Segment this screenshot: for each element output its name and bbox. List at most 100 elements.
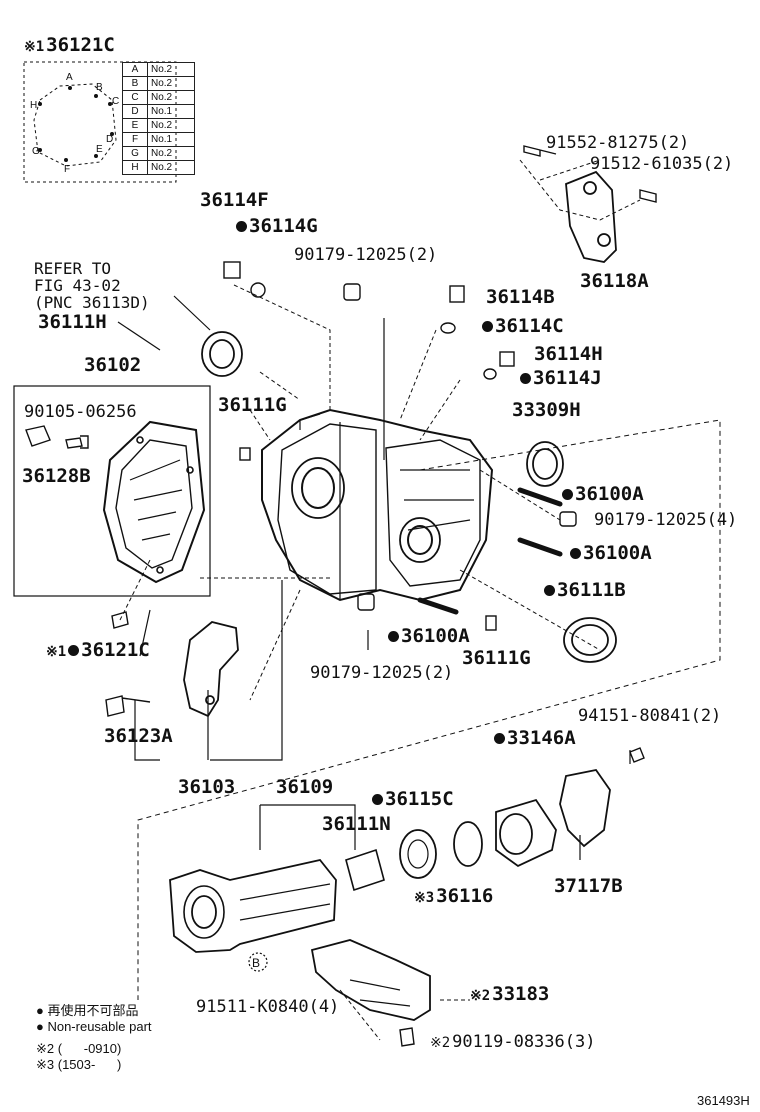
non-reusable-dot-icon: [570, 548, 581, 559]
seals: [201, 331, 617, 663]
label-33309H: 33309H: [512, 399, 581, 421]
non-reusable-dot-icon: [520, 373, 531, 384]
inset-point-letter: C: [112, 96, 119, 107]
label-36111B: 36111B: [544, 579, 626, 601]
label-36114H: 36114H: [534, 343, 603, 365]
label-36114C: 36114C: [482, 317, 564, 336]
bearing-36115C-inner: [407, 839, 429, 869]
label-36103: 36103: [178, 776, 236, 798]
label-33146A-text: 33146A: [507, 727, 576, 749]
label-33183-text: 33183: [492, 983, 550, 1005]
non-reusable-dot-icon: [562, 489, 573, 500]
cover-36102: [102, 420, 206, 584]
label-36121C-mark: ※1: [46, 644, 67, 660]
inset-table-key: A: [122, 62, 148, 77]
inset-point-letter: B: [96, 82, 103, 93]
label-90179-12025-a: 90179-12025(2): [294, 245, 438, 265]
label-36100A-2-text: 36100A: [583, 542, 652, 564]
label-91552-81275: 91552-81275(2): [546, 133, 690, 153]
label-90179-12025-b: 90179-12025(4): [594, 510, 738, 530]
bearing-36115C: [399, 829, 437, 879]
inset-table-value: No.2: [147, 118, 195, 133]
label-90119-text: 90119-08336(3): [452, 1032, 596, 1052]
label-91512-61035: 91512-61035(2): [590, 154, 734, 174]
inset-table-value: No.2: [147, 146, 195, 161]
inset-table-value: No.2: [147, 160, 195, 175]
label-36118A: 36118A: [580, 270, 649, 292]
non-reusable-dot-icon: [494, 733, 505, 744]
inset-table-key: C: [122, 90, 148, 105]
small-bolts: [25, 145, 657, 1047]
main-assembly-dashed-frame: [137, 419, 721, 1000]
label-94151-80841: 94151-80841(2): [578, 706, 722, 726]
figure-reference-code: 361493H: [697, 1093, 750, 1108]
inset-table-value: No.2: [147, 62, 195, 77]
label-36100A-3-text: 36100A: [401, 625, 470, 647]
label-36115C-text: 36115C: [385, 788, 454, 810]
inset-table-value: No.1: [147, 104, 195, 119]
label-90105-06256: 90105-06256: [24, 402, 137, 422]
label-91511-K0840: 91511-K0840(4): [196, 997, 340, 1017]
bracket-37117B: [559, 769, 611, 848]
inset-point-letter: F: [64, 164, 70, 175]
inset-point-letter: A: [66, 72, 73, 83]
label-90179-12025-c: 90179-12025(2): [310, 663, 454, 683]
label-36111G-bottom: 36111G: [462, 647, 531, 669]
mount-33146A: [495, 798, 557, 868]
label-37117B: 37117B: [554, 875, 623, 897]
non-reusable-dot-icon: [482, 321, 493, 332]
label-36102: 36102: [84, 354, 142, 376]
label-36114J-text: 36114J: [533, 367, 602, 389]
label-36100A-3: 36100A: [388, 625, 470, 647]
label-90119-mark: ※2: [430, 1035, 451, 1051]
inset-title-code: 36121C: [46, 34, 115, 56]
sleeve-36111N: [345, 848, 385, 892]
inset-point-letters: ABC DEF GH: [30, 72, 119, 175]
inset-points: [38, 86, 114, 162]
leader-dashed-2: [519, 159, 641, 221]
leader-lines: [117, 295, 631, 860]
label-36100A-1: 36100A: [562, 485, 644, 504]
label-33183-mark: ※2: [470, 988, 491, 1004]
legend-line-3: ※2 ( -0910): [36, 1041, 122, 1056]
leader-dashed-5: [459, 469, 601, 651]
label-36111H: 36111H: [38, 311, 107, 333]
label-36128B: 36128B: [22, 465, 91, 487]
label-36114B: 36114B: [486, 286, 555, 308]
label-36123A: 36123A: [104, 725, 173, 747]
label-circle-b: B: [252, 956, 261, 970]
inset-table-key: D: [122, 104, 148, 119]
label-36111B-text: 36111B: [557, 579, 626, 601]
label-36115C: 36115C: [372, 788, 454, 810]
ring-36116: [453, 821, 483, 867]
bracket-36103: [183, 621, 239, 718]
inset-table-key: G: [122, 146, 148, 161]
label-36111N: 36111N: [322, 813, 391, 835]
non-reusable-dot-icon: [236, 221, 247, 232]
inset-point-letter: E: [96, 144, 103, 155]
non-reusable-dot-icon: [544, 585, 555, 596]
inset-table-value: No.1: [147, 132, 195, 147]
leader-dashed-1: [249, 371, 301, 441]
inset-table-key: E: [122, 118, 148, 133]
label-36109: 36109: [276, 776, 334, 798]
cover-group-frame: [13, 385, 211, 597]
label-36121C-text: 36121C: [81, 639, 150, 661]
inset-point-letter: D: [106, 134, 113, 145]
inset-point-letter: H: [30, 100, 37, 111]
inset-table-value: No.2: [147, 76, 195, 91]
non-reusable-dot-icon: [388, 631, 399, 642]
main-housing: [261, 408, 494, 602]
extension-housing-36109: [169, 858, 337, 953]
